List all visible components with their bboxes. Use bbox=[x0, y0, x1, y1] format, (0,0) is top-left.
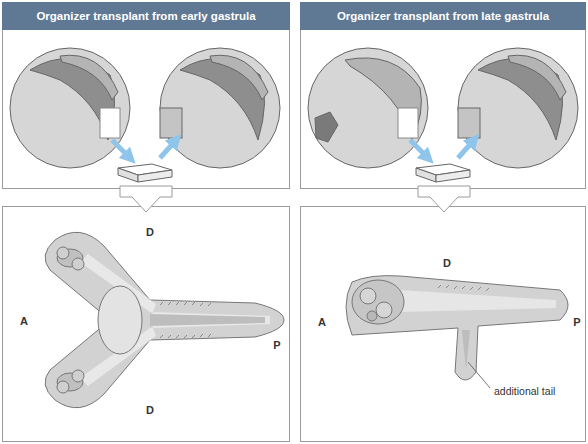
twin-tadpole bbox=[80, 254, 270, 386]
panel-header: Organizer transplant from early gastrula bbox=[2, 2, 290, 30]
gastrula-embryo bbox=[508, 55, 566, 100]
gastrula-embryo bbox=[10, 48, 130, 168]
tadpole bbox=[360, 288, 376, 304]
twin-tadpole bbox=[57, 247, 69, 259]
leader-line bbox=[468, 362, 490, 388]
leader-line bbox=[468, 362, 490, 388]
gastrula-embryo bbox=[458, 108, 480, 138]
tadpole bbox=[346, 276, 568, 380]
callout-label: additional tail bbox=[494, 385, 555, 397]
twin-tadpole bbox=[45, 232, 284, 407]
axis-label: A bbox=[318, 316, 326, 328]
axis-label: P bbox=[573, 316, 580, 328]
tadpole bbox=[376, 302, 392, 318]
organizer-piece bbox=[138, 170, 172, 182]
somite-marks bbox=[160, 302, 211, 338]
transfer-arrow bbox=[458, 140, 474, 158]
gastrula-embryo bbox=[308, 48, 428, 168]
gastrula-embryo bbox=[210, 55, 268, 100]
gastrula-embryo bbox=[458, 48, 578, 168]
organizer-piece bbox=[416, 168, 436, 182]
gastrula-embryo bbox=[10, 48, 130, 168]
gastrula-embryo bbox=[160, 48, 280, 168]
organizer-piece bbox=[436, 170, 470, 182]
panel-frame bbox=[301, 207, 586, 442]
gastrula-embryo bbox=[398, 108, 418, 138]
panel-header: Organizer transplant from late gastrula bbox=[300, 2, 586, 30]
header-text: Organizer transplant from late gastrula bbox=[337, 10, 549, 22]
gastrula-embryo bbox=[315, 112, 338, 142]
panel-frame bbox=[3, 207, 290, 442]
tadpole bbox=[346, 276, 568, 380]
twin-tadpole bbox=[150, 314, 265, 326]
tadpole bbox=[352, 280, 404, 324]
organizer-piece bbox=[416, 164, 470, 182]
somite-marks bbox=[438, 285, 489, 291]
twin-tadpole bbox=[98, 286, 142, 354]
panel-frame bbox=[3, 3, 290, 189]
organizer-piece bbox=[118, 168, 138, 182]
axis-label: A bbox=[20, 315, 28, 327]
gastrula-embryo bbox=[458, 48, 578, 168]
axis-label: P bbox=[273, 339, 280, 351]
gastrula-embryo bbox=[100, 108, 120, 138]
somite-marks bbox=[438, 285, 489, 291]
transfer-arrow bbox=[112, 140, 130, 158]
axis-label: D bbox=[443, 257, 451, 269]
gastrula-embryo bbox=[160, 108, 182, 138]
gastrula-embryo bbox=[345, 58, 421, 140]
somite-marks bbox=[160, 302, 211, 306]
organizer-piece bbox=[118, 164, 172, 182]
tadpole bbox=[400, 290, 556, 312]
transfer-arrow bbox=[410, 140, 428, 158]
twin-tadpole bbox=[45, 232, 284, 407]
down-arrow bbox=[120, 186, 470, 212]
somite-marks bbox=[160, 334, 211, 338]
down-arrow bbox=[418, 186, 470, 212]
tadpole bbox=[367, 311, 377, 321]
header-text: Organizer transplant from early gastrula bbox=[36, 10, 255, 22]
panel-frame bbox=[3, 3, 586, 442]
panel-frame bbox=[301, 3, 586, 189]
gastrula-embryo bbox=[60, 55, 118, 100]
transfer-arrow bbox=[112, 140, 176, 158]
transfer-arrow bbox=[410, 140, 474, 158]
twin-tadpole bbox=[57, 381, 69, 393]
gastrula-embryo bbox=[160, 48, 280, 168]
axis-label: D bbox=[146, 404, 154, 416]
twin-tadpole bbox=[72, 370, 84, 382]
twin-tadpole bbox=[72, 258, 84, 270]
axis-label: D bbox=[146, 226, 154, 238]
tadpole bbox=[462, 330, 470, 370]
transfer-arrow bbox=[160, 140, 176, 158]
gastrula-embryo bbox=[308, 48, 428, 168]
down-arrow bbox=[120, 186, 172, 212]
